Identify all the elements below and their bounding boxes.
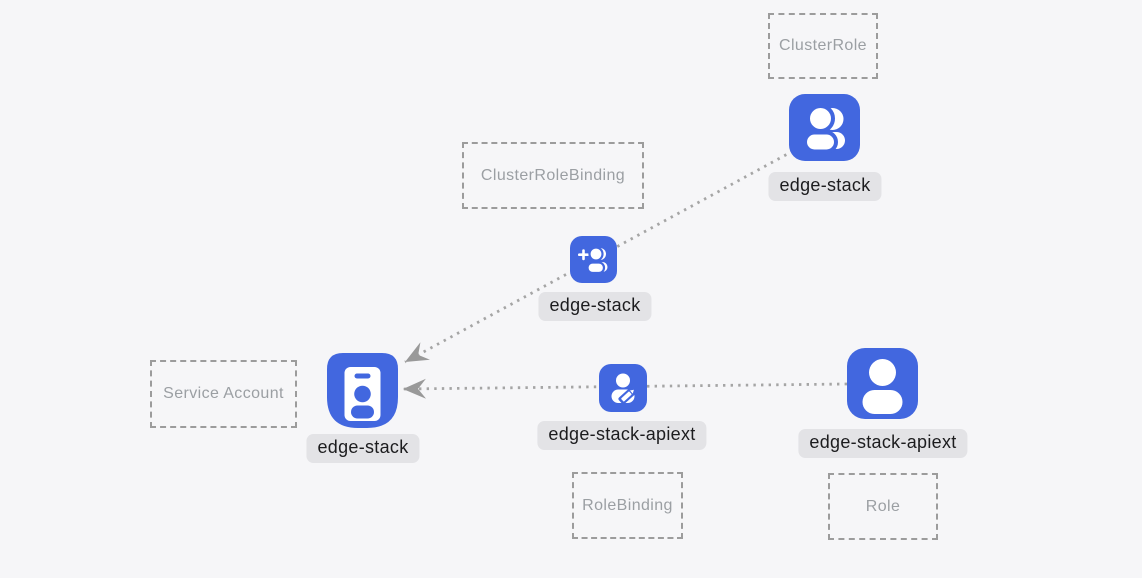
type-box-cluster-role: ClusterRole (768, 13, 878, 79)
type-box-role: Role (828, 473, 938, 540)
type-box-service-account: Service Account (150, 360, 297, 428)
node-label-cluster-role-binding: edge-stack (538, 292, 652, 321)
node-cluster-role-edge-stack[interactable] (789, 94, 860, 161)
node-role-edge-stack-apiext[interactable] (847, 348, 918, 419)
node-label-role-binding: edge-stack-apiext (537, 421, 707, 450)
id-badge-icon (327, 353, 398, 428)
node-role-binding-edge-stack-apiext[interactable] (599, 364, 647, 412)
user-icon (847, 348, 918, 419)
user-plus-icon (570, 236, 617, 283)
node-label-cluster-role: edge-stack (768, 172, 882, 201)
type-box-label: Role (865, 497, 901, 515)
type-box-cluster-role-binding: ClusterRoleBinding (462, 142, 644, 209)
users-icon (789, 94, 860, 161)
type-box-label: ClusterRoleBinding (480, 166, 626, 184)
type-box-label: Service Account (163, 385, 284, 402)
node-label-role: edge-stack-apiext (798, 429, 968, 458)
user-edit-icon (599, 364, 647, 412)
type-box-role-binding: RoleBinding (572, 472, 683, 539)
node-label-service-account: edge-stack (306, 434, 420, 463)
type-box-label: ClusterRole (779, 37, 867, 54)
node-service-account-edge-stack[interactable] (327, 353, 398, 428)
type-box-label: RoleBinding (582, 496, 673, 514)
node-cluster-role-binding-edge-stack[interactable] (570, 236, 617, 283)
